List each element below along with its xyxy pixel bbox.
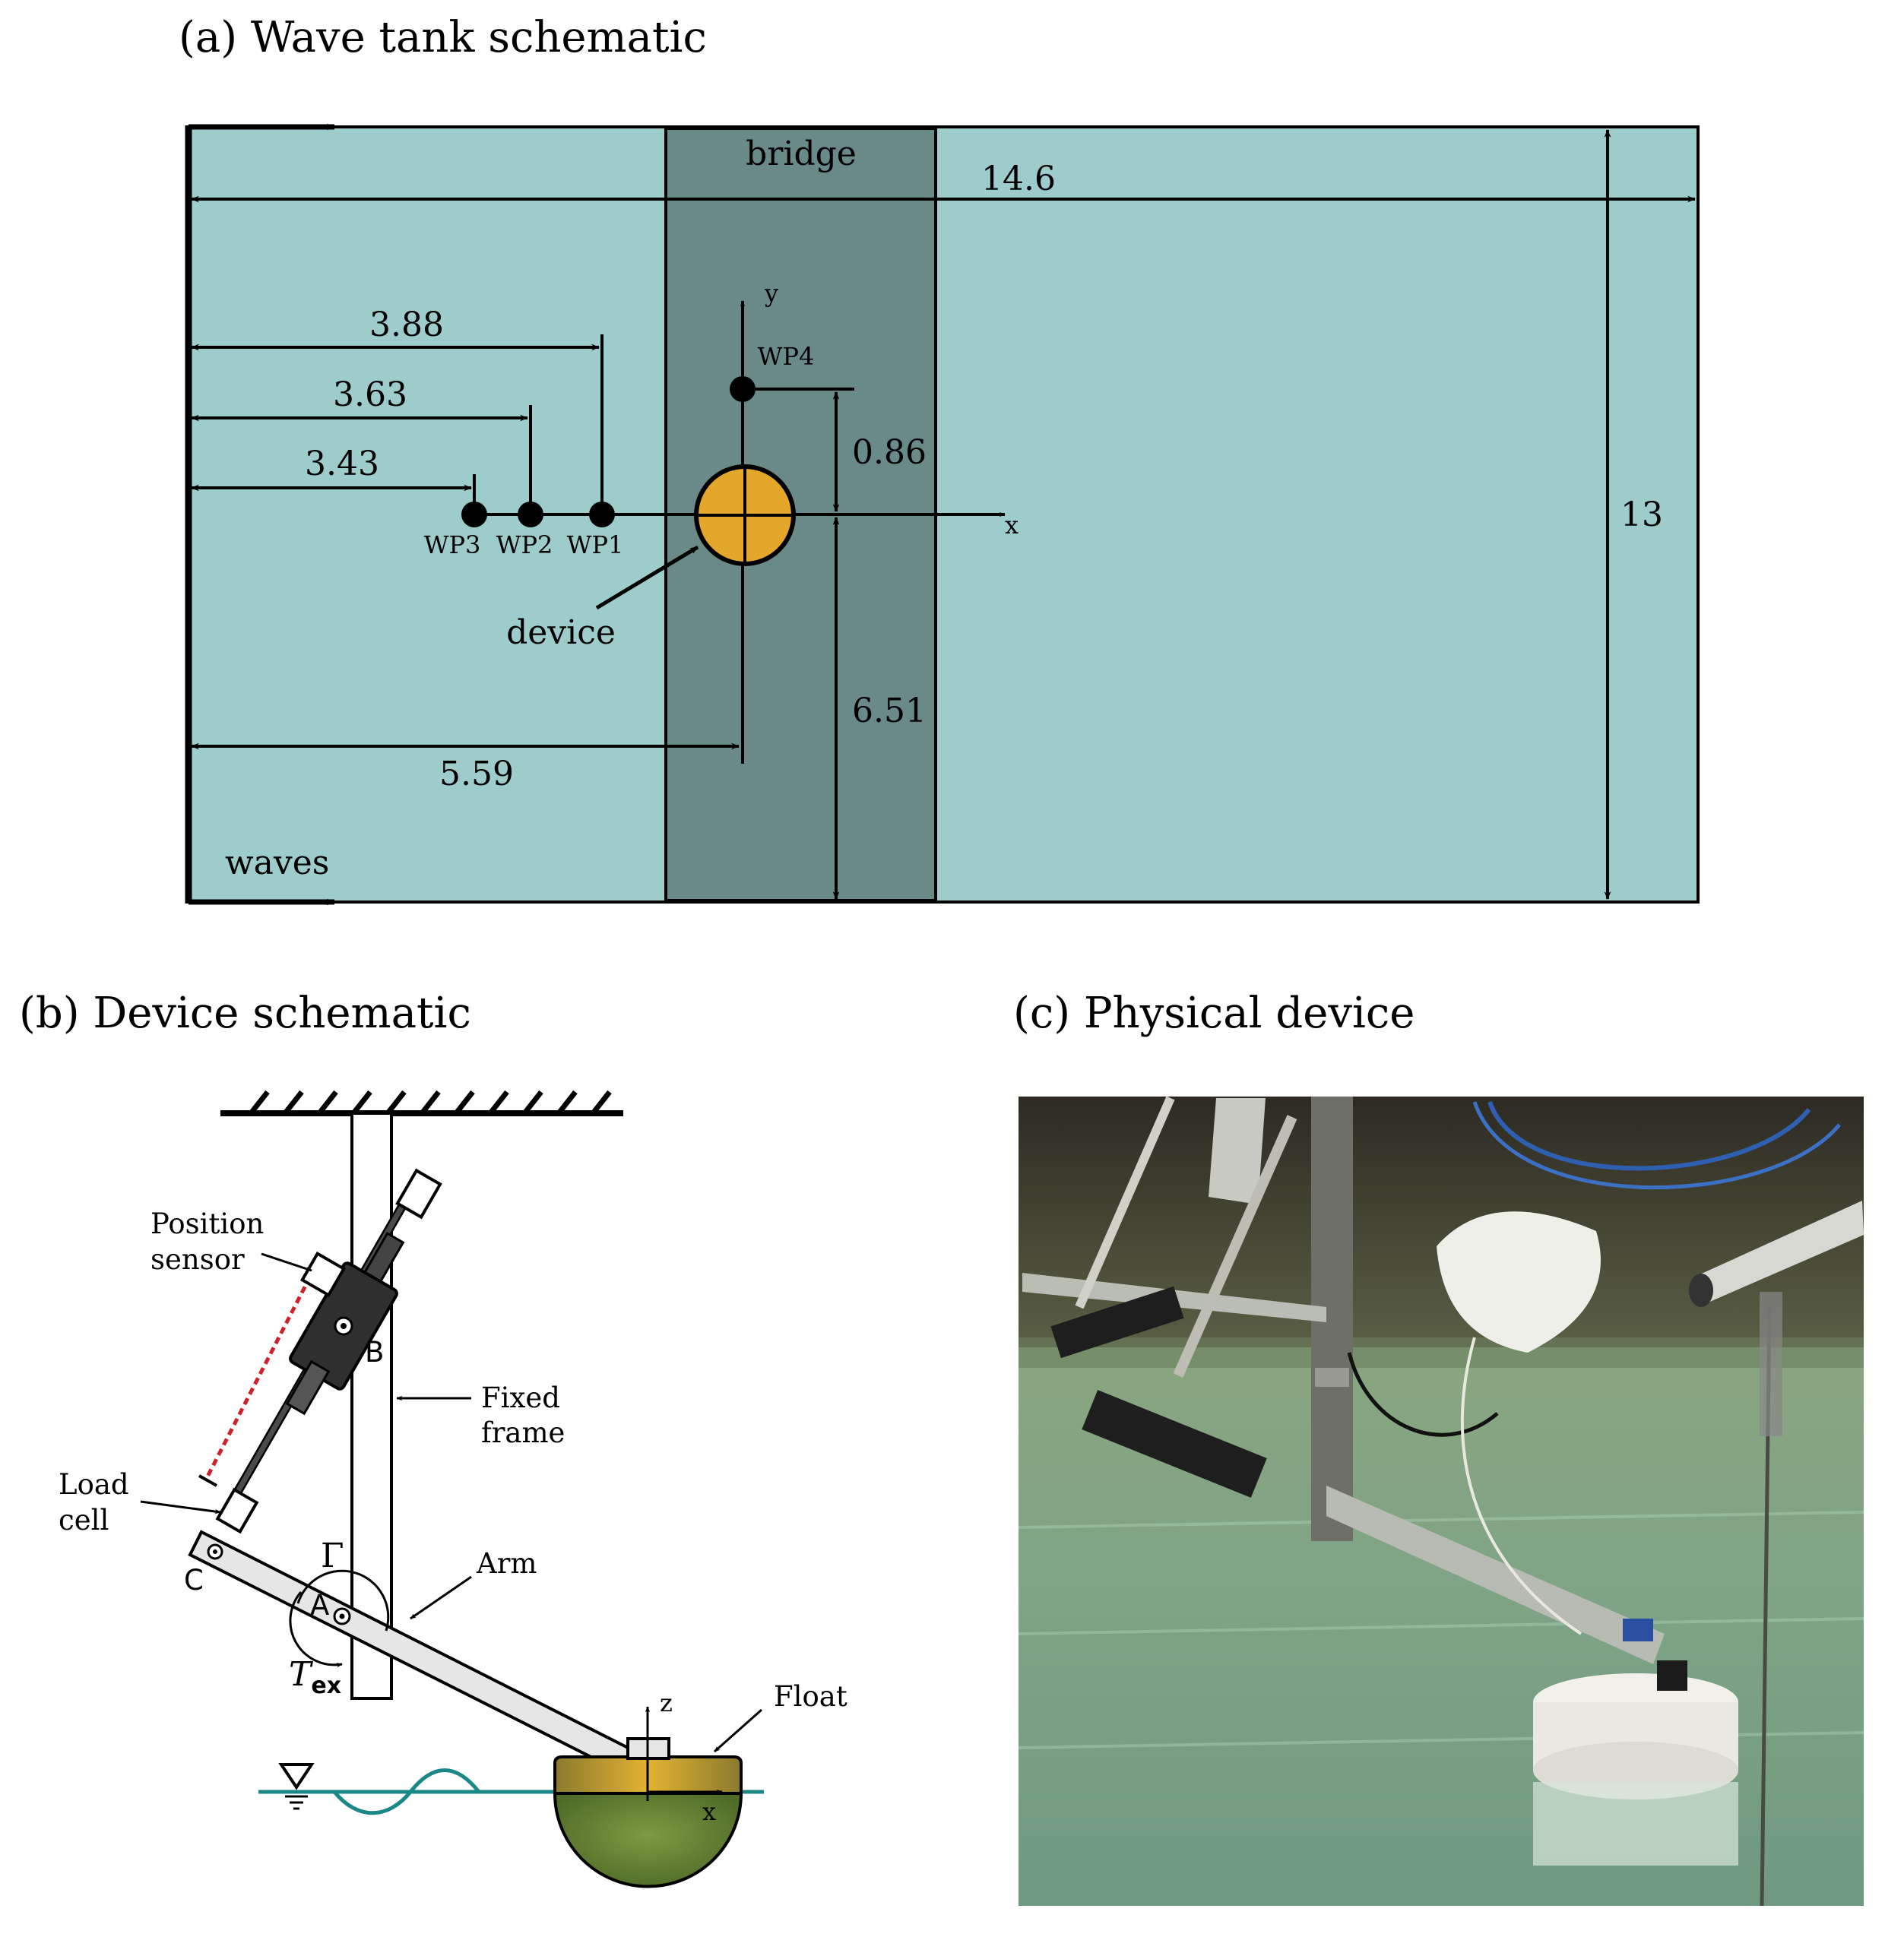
load-cell-box xyxy=(215,1487,259,1534)
waves-label: waves xyxy=(225,843,329,882)
panel-b-title: (b) Device schematic xyxy=(19,989,471,1038)
point-b-label: B xyxy=(365,1336,384,1369)
wp2-label: WP2 xyxy=(496,530,553,559)
float-label: Float xyxy=(774,1680,847,1713)
device-label: device xyxy=(506,613,616,652)
wp2-dim-label: 3.63 xyxy=(333,375,407,414)
point-c-label: C xyxy=(184,1564,204,1597)
position-sensor-pointer xyxy=(261,1252,312,1272)
wp3-dim-label: 3.43 xyxy=(305,445,379,483)
device-y-label: 6.51 xyxy=(852,692,927,730)
physical-device-photo xyxy=(1018,1096,1864,1907)
torque-arc xyxy=(289,1591,343,1668)
panel-c: (c) Physical device xyxy=(1013,989,1864,1907)
width-label: 13 xyxy=(1620,495,1663,534)
position-sensor-line xyxy=(204,1275,312,1480)
torque-label: Tex xyxy=(289,1655,341,1699)
float-pointer xyxy=(714,1708,762,1753)
point-a-label: A xyxy=(310,1589,329,1622)
arm-label: Arm xyxy=(476,1547,537,1580)
top-cap xyxy=(395,1168,442,1220)
wp4-dim-label: 0.86 xyxy=(852,433,927,472)
float-body xyxy=(553,1792,743,1888)
wp3-label: WP3 xyxy=(424,530,481,559)
ceiling-hatch xyxy=(249,1090,612,1116)
fixed-frame-label-2: frame xyxy=(481,1416,565,1449)
y-axis-label: y xyxy=(764,279,778,308)
arm-pointer xyxy=(410,1575,472,1620)
panel-a: (a) Wave tank schematic bridge waves 14.… xyxy=(179,13,1700,906)
sensor-tick-bottom xyxy=(198,1474,217,1487)
actuator-lower xyxy=(285,1359,331,1416)
wp1-label: WP1 xyxy=(567,530,624,559)
wave xyxy=(333,1768,480,1815)
fixed-frame-label-1: Fixed xyxy=(481,1382,560,1414)
wp1-dim-label: 3.88 xyxy=(369,305,444,344)
load-cell-pointer xyxy=(140,1500,221,1514)
wp4-label: WP4 xyxy=(758,342,815,371)
device-pointer xyxy=(595,545,699,610)
float-z-label: z xyxy=(660,1689,673,1717)
length-label: 14.6 xyxy=(981,160,1056,198)
bridge-label: bridge xyxy=(746,135,857,173)
position-sensor-label-2: sensor xyxy=(150,1243,245,1276)
gamma-label: Γ xyxy=(321,1537,344,1575)
wp4-dot xyxy=(730,376,756,402)
float-x-label: x xyxy=(702,1797,716,1826)
arm xyxy=(188,1530,645,1780)
wp2-dot xyxy=(518,502,543,527)
position-sensor-label-1: Position xyxy=(150,1207,264,1240)
gamma-arc xyxy=(296,1569,390,1632)
load-cell-label-1: Load xyxy=(59,1468,129,1501)
panel-c-title: (c) Physical device xyxy=(1013,989,1415,1038)
pivot-c-dot xyxy=(213,1549,217,1554)
pivot-a-dot xyxy=(339,1613,345,1619)
x-axis-label: x xyxy=(1005,511,1019,540)
wp3-dot xyxy=(461,502,487,527)
panel-b: (b) Device schematic xyxy=(19,989,847,1888)
panel-a-title: (a) Wave tank schematic xyxy=(179,13,707,62)
wp1-dot xyxy=(589,502,615,527)
device-x-label: 5.59 xyxy=(439,755,514,793)
water-level-symbol xyxy=(278,1763,315,1790)
load-cell-label-2: cell xyxy=(59,1504,109,1537)
